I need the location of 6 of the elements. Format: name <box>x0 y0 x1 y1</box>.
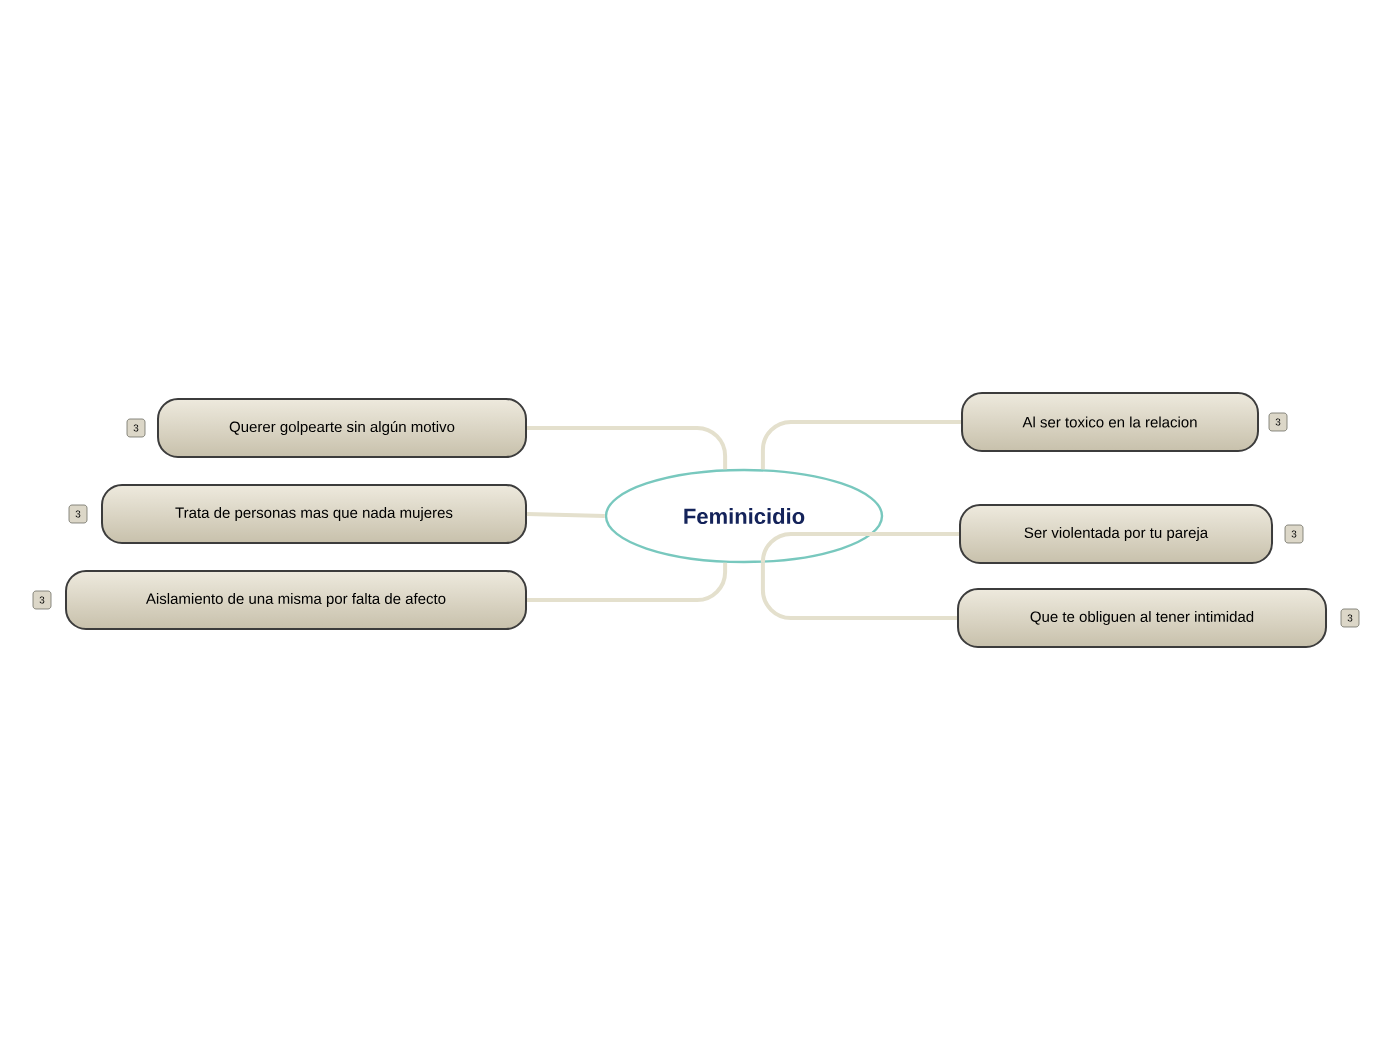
connector-line <box>527 426 728 470</box>
connector-line <box>760 420 961 470</box>
connector-line <box>527 562 728 602</box>
connector-line <box>526 512 605 518</box>
connector-line <box>760 562 957 620</box>
connector-line <box>760 532 959 564</box>
